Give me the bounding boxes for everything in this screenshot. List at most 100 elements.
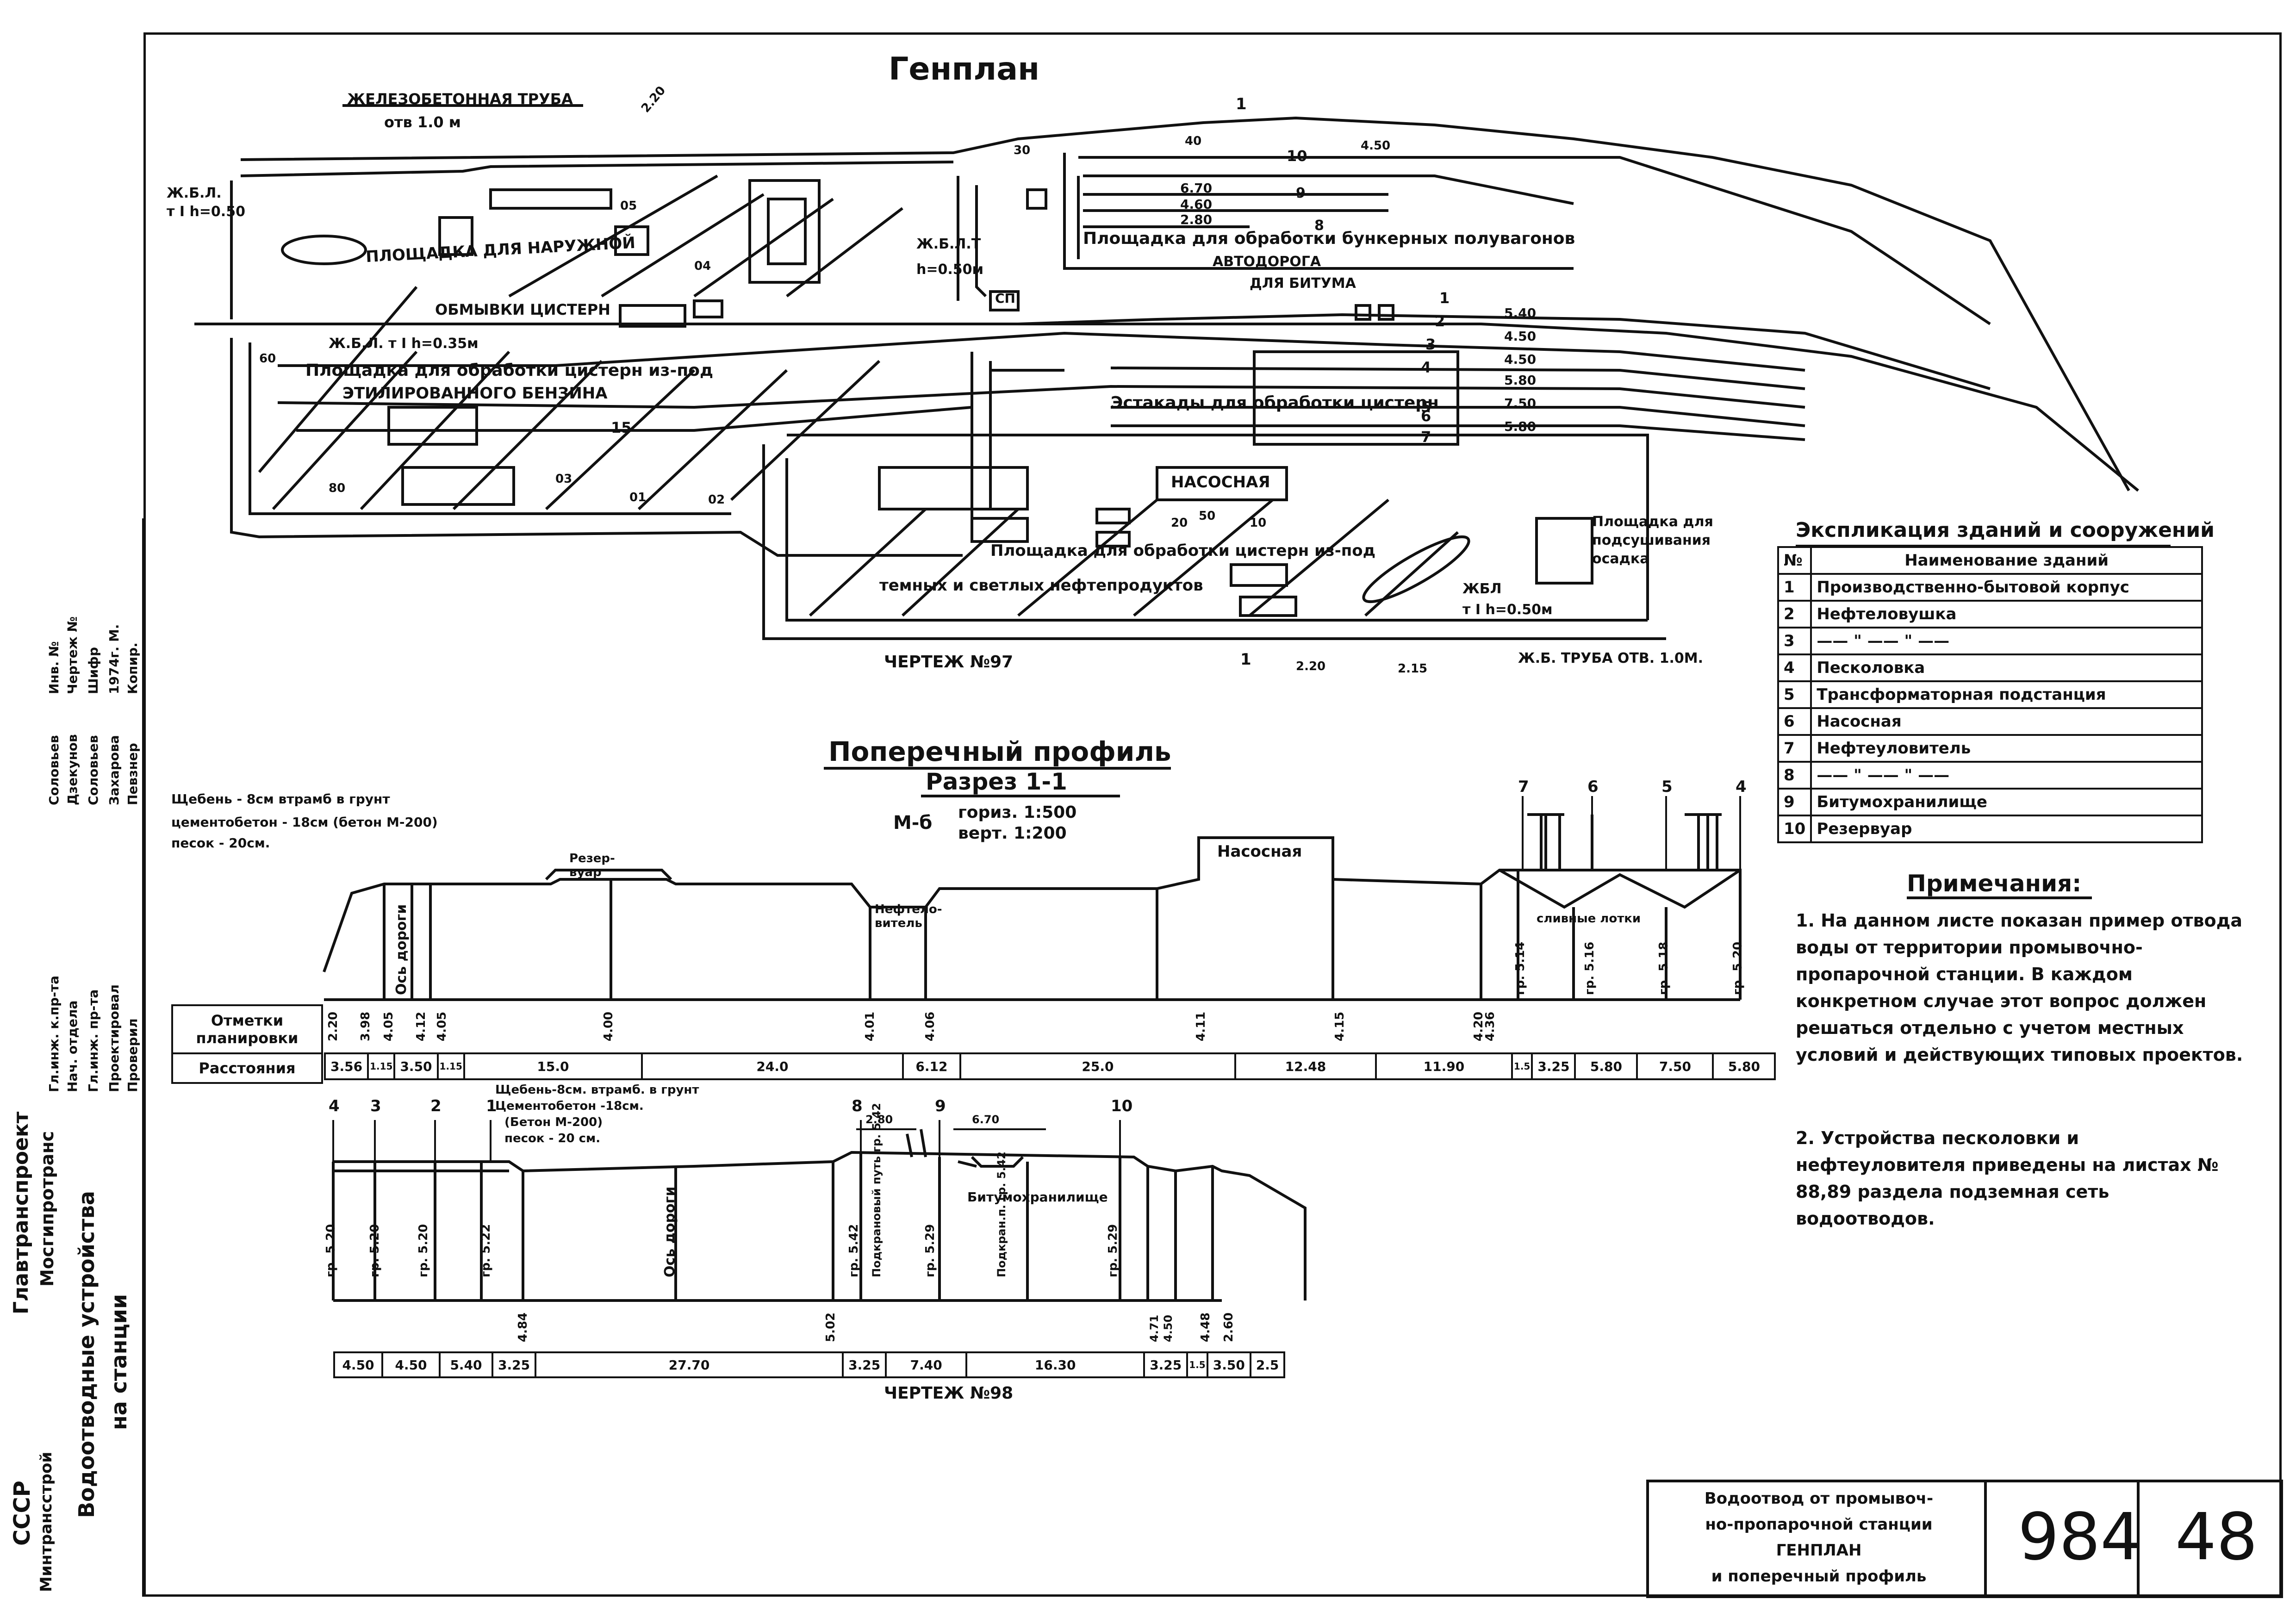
mark-4-01: 4.01 <box>863 1011 877 1041</box>
sheet-title-line-3: ГЕНПЛАН <box>1776 1541 1862 1560</box>
stamp-org-2: Минтрансстрой <box>37 1451 56 1592</box>
stamp-field-5: Копир. <box>125 642 140 694</box>
label-road-2: ДЛЯ БИТУМА <box>1250 275 1356 292</box>
mark-4-12: 4.12 <box>414 1011 428 1041</box>
distance-cell: 3.50 <box>393 1052 439 1080</box>
layer-note-2-b: Цементобетон -18см. <box>495 1099 644 1113</box>
profile-scale-label: М-б <box>893 812 933 834</box>
slope-80: 80 <box>329 481 346 495</box>
table-row: 8—— " —— " —— <box>1777 761 2203 790</box>
distance-cell: 1.15 <box>367 1052 396 1080</box>
width-4-50-a: 4.50 <box>1504 329 1537 344</box>
track-7 <box>1111 424 1805 441</box>
track-number-4: 4 <box>1421 359 1431 376</box>
label-zhbl-mid-h: h=0.50м <box>916 261 984 278</box>
distance-cell: 3.25 <box>491 1351 537 1378</box>
width-5-40: 5.40 <box>1504 305 1537 321</box>
slope-05: 05 <box>620 199 637 213</box>
mark-4-06: 4.06 <box>923 1011 937 1041</box>
stamp-role-3: Гл.инж. пр-та <box>86 989 101 1092</box>
track-number-6: 6 <box>1421 407 1431 425</box>
profile2-distances: 4.50 4.50 5.40 3.25 27.70 3.25 7.40 16.3… <box>333 1351 1286 1378</box>
mark2-4-71: 4.71 <box>1148 1314 1161 1342</box>
width-6-70: 6.70 <box>1180 180 1213 196</box>
table-row: Расстояния <box>171 1052 323 1084</box>
note-2: 2. Устройства песколовки и нефтеуловител… <box>1796 1128 2219 1229</box>
width-7-50: 7.50 <box>1504 396 1537 411</box>
gr-2-c: гр. 5.20 <box>417 1224 430 1277</box>
slope-02: 02 <box>708 493 725 507</box>
stamp-field-1: Инв. № <box>46 641 62 694</box>
track-10 <box>1078 156 1991 325</box>
mark-2-20: 2.20 <box>326 1011 340 1041</box>
building-bitumen: Битумохранилище <box>967 1189 1108 1205</box>
stamp-org-1: СССР <box>9 1481 35 1546</box>
distance-cell: 6.12 <box>902 1052 961 1080</box>
gr-2-e: гр. 5.42 <box>847 1224 861 1277</box>
distance-cell: 15.0 <box>463 1052 643 1080</box>
mark-4-00: 4.00 <box>602 1011 616 1041</box>
explication-name: Резервуар <box>1810 815 2203 843</box>
profile1-ground <box>323 836 1742 1000</box>
label-sp: СП <box>995 291 1015 306</box>
notes-title: Примечания: <box>1907 870 2082 897</box>
profile-drawing-ref: ЧЕРТЕЖ №98 <box>884 1384 1014 1403</box>
stamp-field-4: 1974г. М. <box>106 624 122 694</box>
explication-name: Нефтеловушка <box>1810 600 2203 628</box>
layer-note-2-d: песок - 20 см. <box>504 1132 601 1145</box>
mark-4-15: 4.15 <box>1333 1011 1347 1041</box>
label-trays: сливные лотки <box>1537 912 1641 926</box>
dim-2-80: 2.80 <box>865 1113 893 1126</box>
stamp-role-4: Проектировал <box>106 984 122 1092</box>
explication-no: 6 <box>1777 707 1812 736</box>
explication-no: 3 <box>1777 627 1812 655</box>
slope-2-20-bottom: 2.20 <box>1296 660 1326 673</box>
stamp-org-3: Главтранспроект <box>9 1111 33 1314</box>
explication-no: 9 <box>1777 788 1812 816</box>
sheet-title-line-2: но-пропарочной станции <box>1705 1515 1933 1534</box>
stamp-field-3: Шифр <box>86 647 101 694</box>
track-number-5: 5 <box>1421 398 1431 416</box>
table-row: 3—— " —— " —— <box>1777 627 2203 655</box>
slope-50: 50 <box>1199 509 1216 523</box>
explication-name: Битумохранилище <box>1810 788 2203 816</box>
track-6 <box>1111 406 1805 427</box>
top-num-5: 5 <box>1661 778 1673 796</box>
track-bunker <box>1083 174 1574 205</box>
width-2-80: 2.80 <box>1180 212 1213 227</box>
distance-cell: 1.5 <box>1511 1052 1533 1080</box>
explication-no: 1 <box>1777 573 1812 602</box>
distance-cell: 3.25 <box>1143 1351 1188 1378</box>
track-number-2: 2 <box>1435 312 1445 330</box>
table-row: 4.50 4.50 5.40 3.25 27.70 3.25 7.40 16.3… <box>333 1351 1286 1378</box>
left-stamp: СССР Минтрансстрой Главтранспроект Мосги… <box>0 518 146 1597</box>
explication-no: 2 <box>1777 600 1812 628</box>
distance-cell: 5.80 <box>1712 1052 1776 1080</box>
distance-cell: 16.30 <box>965 1351 1145 1378</box>
explication-no: 8 <box>1777 761 1812 790</box>
distance-cell: 3.56 <box>324 1052 369 1080</box>
distance-cell: 25.0 <box>959 1052 1236 1080</box>
mark2-2-60: 2.60 <box>1222 1312 1236 1342</box>
track-number-1: 1 <box>1439 289 1450 307</box>
label-pipe-top: ЖЕЛЕЗОБЕТОННАЯ ТРУБА <box>347 90 573 108</box>
slope-40: 40 <box>1185 134 1202 148</box>
axis-road-2: Ось дороги <box>662 1186 678 1277</box>
section-mark-top: 1 <box>1236 95 1247 113</box>
sheet-title-line-1: Водоотвод от промывоч- <box>1704 1489 1934 1508</box>
layer-note-1-a: Щебень - 8см втрамб в грунт <box>171 791 390 807</box>
explication-no: 7 <box>1777 734 1812 763</box>
stamp-field-2: Чертеж № <box>65 616 80 694</box>
gr-5-14: гр. 5.14 <box>1513 941 1527 995</box>
width-4-50-b: 4.50 <box>1504 352 1537 367</box>
mark-4-11: 4.11 <box>1194 1011 1208 1041</box>
gr-2-g: гр. 5.29 <box>1106 1224 1120 1277</box>
label-oil-area-1: Площадка для обработки цистерн из-под <box>990 541 1376 560</box>
label-zhbl-035: Ж.Б.Л. т I h=0.35м <box>329 336 479 352</box>
layer-note-2-a: Щебень-8см. втрамб. в грунт <box>495 1083 699 1097</box>
row-label-marks: Отметки планировки <box>171 1004 323 1054</box>
label-sediment-1: Площадка для <box>1592 514 1713 530</box>
